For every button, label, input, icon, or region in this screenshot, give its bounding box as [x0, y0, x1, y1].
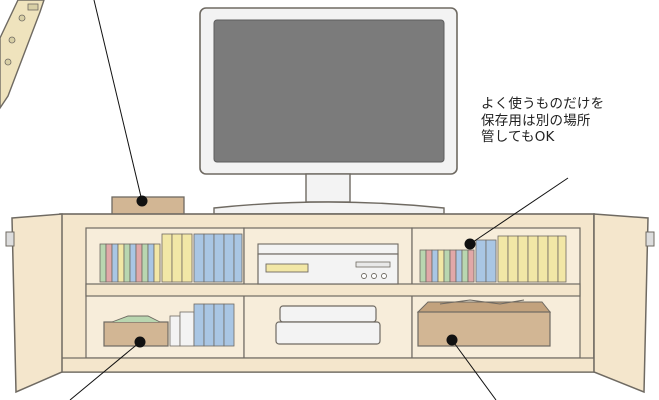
storage-box-right: [418, 300, 550, 346]
television: [200, 8, 457, 214]
callout-marker: [465, 239, 476, 250]
callout-marker: [135, 337, 146, 348]
dvd-recorder: [258, 244, 398, 284]
callout-line-1: よく使うものだけを: [481, 96, 659, 113]
callout-text: よく使うものだけを 保存用は別の場所 管してもOK: [481, 96, 659, 146]
callout-line-2: 保存用は別の場所: [481, 113, 659, 130]
callout-line-3: 管してもOK: [481, 129, 659, 146]
cabinet-door-left: [12, 214, 62, 392]
cabinet-door-right: [594, 214, 648, 392]
callout-marker: [447, 335, 458, 346]
remote-control: [0, 0, 44, 108]
callout-marker: [137, 196, 148, 207]
game-console: [276, 306, 380, 344]
